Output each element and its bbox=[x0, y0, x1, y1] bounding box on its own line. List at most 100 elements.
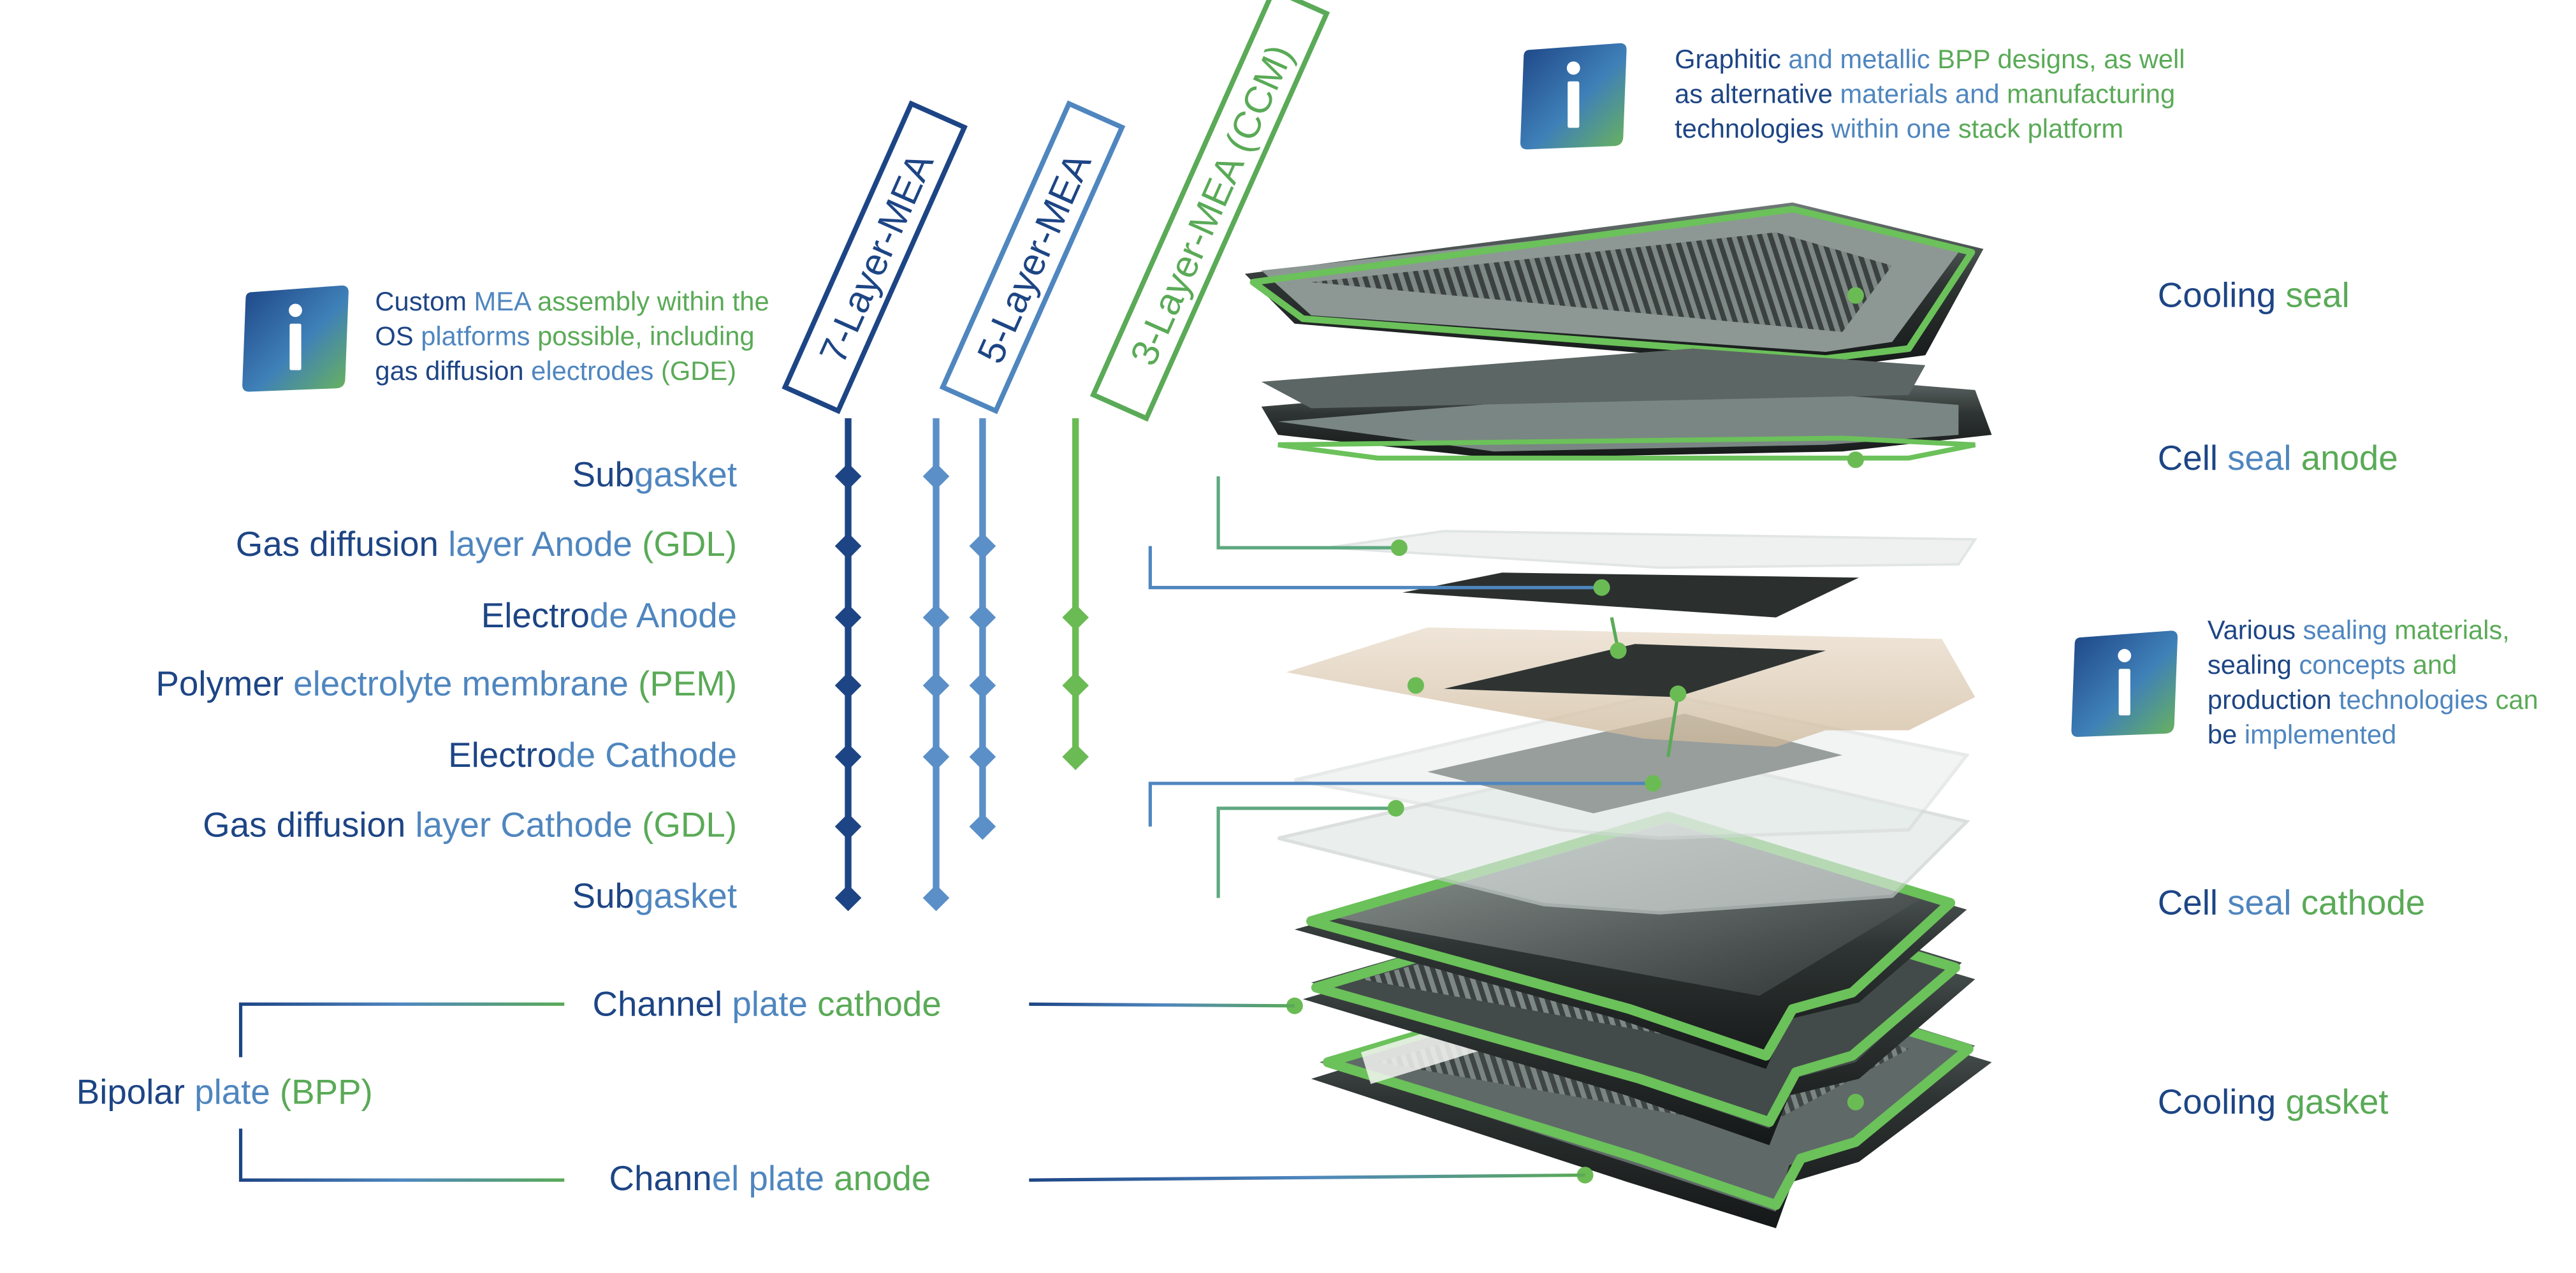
label-part: seal bbox=[2227, 439, 2301, 478]
dot bbox=[1407, 677, 1424, 694]
info-text: sealing bbox=[2207, 652, 2299, 681]
info-text: sealing bbox=[2303, 617, 2395, 646]
channel-plate-anode-label: Channel plate anode bbox=[609, 1158, 931, 1202]
leader-channel-plate-anode bbox=[1029, 1173, 1585, 1182]
label-part: el plate bbox=[711, 1160, 834, 1198]
info-text: materials and bbox=[1840, 81, 2007, 110]
layer-label-electrode-cathode: Electrode Cathode bbox=[448, 735, 737, 778]
upper-mea-layers bbox=[1327, 530, 1978, 618]
layer-label-gdl-cathode: Gas diffusion layer Cathode (GDL) bbox=[203, 805, 737, 848]
info-text: assembly within the bbox=[537, 289, 769, 317]
info-text: electrodes bbox=[531, 358, 661, 387]
info-text: gas diffusion bbox=[375, 358, 532, 387]
label-part: de Cathode bbox=[557, 737, 738, 775]
layer-diamond-marker bbox=[969, 743, 996, 771]
layer-label-pem: Polymer electrolyte membrane (PEM) bbox=[156, 664, 737, 707]
top-bipolar-plates bbox=[1244, 202, 1992, 461]
info-text: production bbox=[2207, 687, 2340, 716]
dot bbox=[1286, 997, 1303, 1014]
leader-dots bbox=[1286, 287, 1864, 1184]
label-part: Cooling bbox=[2157, 277, 2286, 316]
leader-subgasket-bottom bbox=[1216, 806, 1396, 898]
info-text: stack platform bbox=[1958, 116, 2124, 145]
info-text: MEA bbox=[474, 289, 538, 317]
info-text: possible, including bbox=[537, 323, 755, 352]
label-part: Sub bbox=[572, 878, 634, 917]
info-text: be bbox=[2207, 722, 2245, 750]
layer-diamond-marker bbox=[1062, 672, 1089, 699]
label-part: anode bbox=[2301, 439, 2398, 478]
info-text-sealing: Various sealing materials, sealing conce… bbox=[2208, 614, 2538, 753]
layer-diamond-marker bbox=[922, 743, 950, 771]
info-text: (GDE) bbox=[660, 358, 736, 387]
info-text-mea: Custom MEA assembly within the OS platfo… bbox=[375, 286, 769, 390]
dot bbox=[1576, 1167, 1594, 1184]
label-part: seal bbox=[2227, 884, 2301, 923]
leader-gdl-cathode bbox=[1148, 782, 1654, 827]
label-part: plate bbox=[732, 986, 818, 1024]
info-line: sealing concepts and bbox=[2208, 649, 2538, 684]
dot bbox=[1593, 579, 1610, 596]
info-text: within one bbox=[1831, 116, 1958, 145]
info-icon bbox=[242, 285, 349, 392]
info-line: be implemented bbox=[2208, 718, 2538, 753]
info-text: Various bbox=[2207, 617, 2303, 646]
layer-diamond-marker bbox=[969, 604, 996, 631]
label-part: Cell bbox=[2157, 884, 2228, 923]
layer-diamond-marker bbox=[834, 604, 862, 631]
seal-label-cooling-seal: Cooling seal bbox=[2158, 275, 2350, 319]
label-part: Cell bbox=[2157, 439, 2228, 478]
label-part: Polymer bbox=[156, 666, 294, 704]
label-part: Bipolar bbox=[76, 1073, 195, 1112]
label-part: layer Anode bbox=[448, 526, 643, 565]
layer-label-gdl-anode: Gas diffusion layer Anode (GDL) bbox=[236, 525, 737, 568]
label-part: Sub bbox=[572, 456, 634, 495]
layer-diamond-marker bbox=[969, 532, 996, 560]
layer-label-subgasket-bottom: Subgasket bbox=[572, 877, 737, 920]
layer-diamond-marker bbox=[834, 813, 862, 840]
info-line: Various sealing materials, bbox=[2208, 614, 2538, 649]
info-text: platforms bbox=[421, 323, 538, 352]
label-part: cathode bbox=[2301, 884, 2426, 923]
info-icon bbox=[2071, 630, 2178, 738]
seal-leaders bbox=[1855, 293, 2130, 1104]
info-text: Custom bbox=[375, 289, 474, 317]
info-text-bpp: Graphitic and metallic BPP designs, as w… bbox=[1675, 43, 2185, 148]
info-text: and bbox=[2412, 652, 2457, 681]
label-part: gasket bbox=[2285, 1084, 2389, 1123]
label-part: Electro bbox=[448, 737, 557, 775]
dot bbox=[1670, 685, 1687, 702]
layer-diamond-marker bbox=[1062, 604, 1089, 631]
leader-channel-plate-cathode bbox=[1029, 1002, 1295, 1008]
label-part: cathode bbox=[817, 986, 942, 1024]
dot bbox=[1610, 642, 1627, 659]
info-line: gas diffusion electrodes (GDE) bbox=[375, 355, 769, 390]
label-part: (BPP) bbox=[279, 1073, 373, 1112]
layer-diamond-marker bbox=[922, 672, 950, 699]
layer-diamond-marker bbox=[969, 672, 996, 699]
layer-diamond-marker bbox=[834, 672, 862, 699]
label-part: anode bbox=[834, 1160, 931, 1198]
label-part: layer Cathode bbox=[415, 806, 643, 845]
layer-label-electrode-anode: Electrode Anode bbox=[481, 596, 737, 639]
label-part: (GDL) bbox=[642, 526, 738, 565]
seal-label-cell-seal-anode: Cell seal anode bbox=[2158, 438, 2398, 481]
label-part: gasket bbox=[634, 456, 738, 495]
layer-label-subgasket-top: Subgasket bbox=[572, 455, 737, 498]
layer-diamond-marker bbox=[834, 884, 862, 912]
label-part: Cooling bbox=[2157, 1084, 2286, 1123]
leader-subgasket-top bbox=[1216, 476, 1399, 549]
label-part: (GDL) bbox=[642, 806, 738, 845]
layer-diamond-marker bbox=[834, 532, 862, 560]
bpp-bracket bbox=[238, 1002, 1585, 1182]
stack-illustration bbox=[1244, 202, 1992, 1228]
info-text: concepts bbox=[2299, 652, 2413, 681]
info-text: technologies bbox=[2339, 687, 2496, 716]
label-part: plate bbox=[194, 1073, 280, 1112]
bracket-top bbox=[238, 1002, 565, 1058]
leader-gdl-anode bbox=[1148, 546, 1602, 590]
pem-shape bbox=[1286, 627, 1976, 747]
bracket-bottom bbox=[238, 1128, 565, 1182]
info-text: and metallic bbox=[1788, 46, 1938, 75]
